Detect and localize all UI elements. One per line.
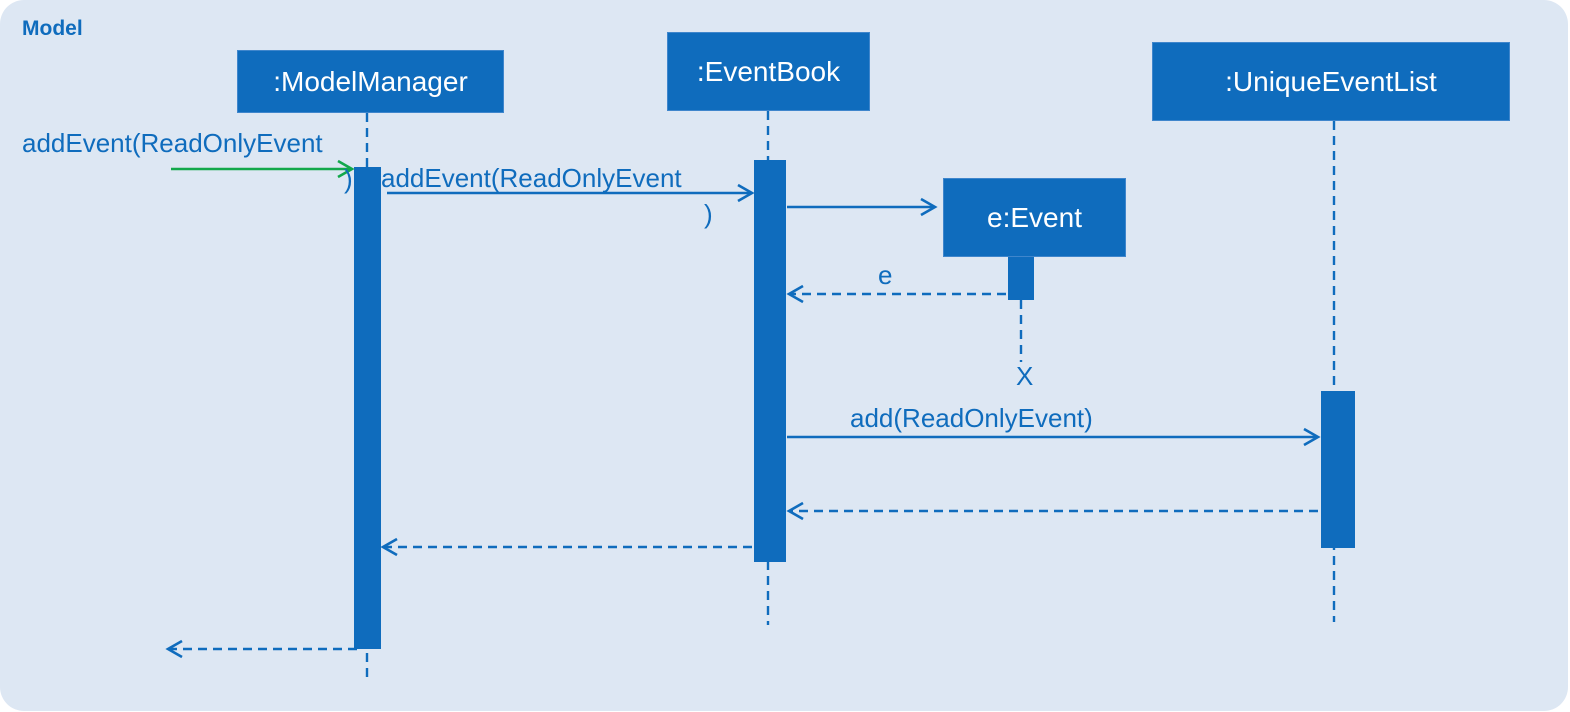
message-label-add: add(ReadOnlyEvent) xyxy=(850,403,1093,433)
message-return-e xyxy=(786,284,1006,304)
message-create-event xyxy=(787,197,938,217)
message-add xyxy=(787,427,1321,447)
message-label-add-event-found: addEvent(ReadOnlyEvent xyxy=(22,128,323,158)
message-label-add-event-to-event-book-close: ) xyxy=(704,199,713,229)
activation-unique-event-list xyxy=(1321,391,1355,548)
message-label-add-event-to-event-book: addEvent(ReadOnlyEvent xyxy=(381,163,682,193)
frame-title: Model xyxy=(22,17,83,40)
message-return-model-manager xyxy=(165,639,357,659)
lifeline-box-model-manager: :ModelManager xyxy=(237,50,504,113)
message-add-event-to-event-book xyxy=(387,183,755,203)
activation-event-book xyxy=(754,160,786,562)
lifeline-box-event: e:Event xyxy=(943,178,1126,257)
activation-model-manager xyxy=(354,167,381,649)
activation-event xyxy=(1008,256,1034,300)
message-label-return-e: e xyxy=(878,260,893,290)
message-label-add-event-found-close: ) xyxy=(344,164,353,194)
lifeline-box-unique-event-list: :UniqueEventList xyxy=(1152,42,1510,121)
destroy-marker: X xyxy=(1016,361,1034,391)
lifeline-box-event-book: :EventBook xyxy=(667,32,870,111)
message-return-unique-event-list xyxy=(786,501,1318,521)
message-add-event-found xyxy=(171,159,355,179)
message-return-event-book xyxy=(380,537,752,557)
